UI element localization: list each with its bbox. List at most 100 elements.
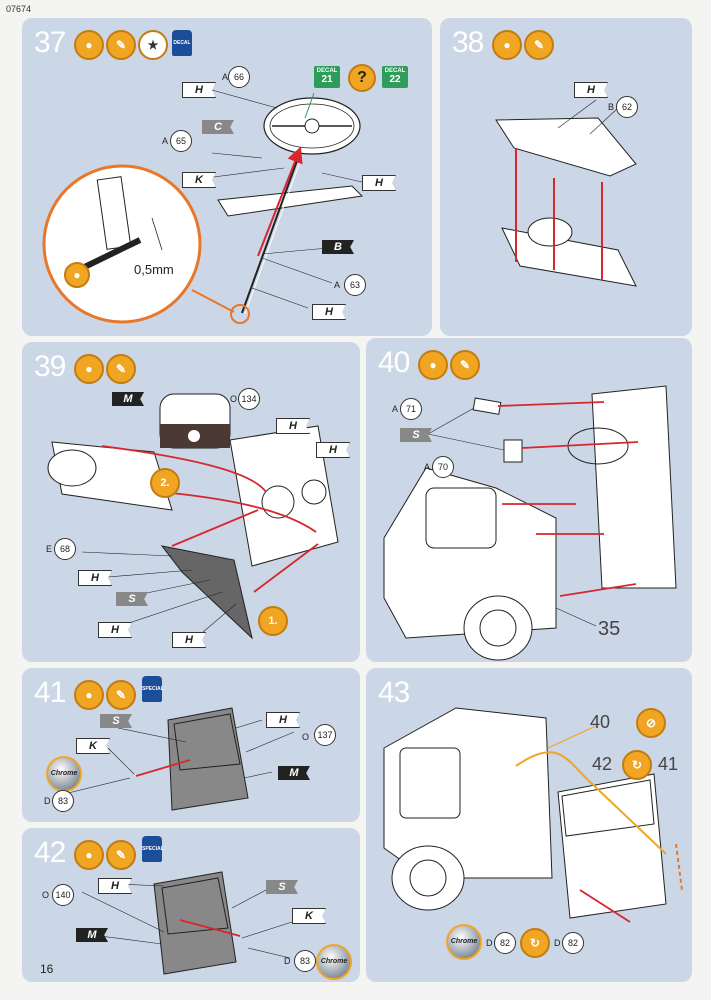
part-83: 83 [294, 950, 316, 972]
reference-step-41: 41 [658, 754, 679, 774]
sprue-letter: D [554, 938, 561, 948]
brush-icon: ✎ [106, 680, 136, 710]
reference-step-42: 42 [592, 754, 613, 774]
flag-k: K [76, 738, 110, 754]
measurement-label: 0,5mm [134, 262, 174, 277]
flag-s: S [116, 592, 148, 606]
reference-step-40: 40 [590, 712, 611, 732]
reference-step-35: 35 [598, 618, 621, 640]
flag-s: S [100, 714, 132, 728]
paint-icon: ● [418, 350, 448, 380]
step-number: 37 [34, 26, 66, 59]
document-code: 07674 [6, 4, 32, 14]
sprue-letter: B [608, 102, 615, 112]
brush-icon: ✎ [450, 350, 480, 380]
flag-m: M [278, 766, 310, 780]
brush-icon: ✎ [106, 840, 136, 870]
flag-h: H [312, 304, 346, 320]
glue-tube-icon: ● [64, 262, 90, 288]
paint-icon: ● [74, 680, 104, 710]
option-question-icon: ? [348, 64, 376, 92]
step-40-panel: 40 ● ✎ A 71 S A 70 35 [366, 338, 692, 662]
flag-h: H [78, 570, 112, 586]
sprue-letter: E [46, 544, 53, 554]
flag-h: H [362, 175, 396, 191]
step-38-panel: 38 ● ✎ H B 62 [440, 18, 692, 336]
step-39-illustration [47, 393, 339, 640]
step-number: 43 [378, 676, 410, 709]
chrome-paint-icon: Chrome [446, 924, 482, 960]
part-68: 68 [54, 538, 76, 560]
sprue-letter: A [222, 72, 229, 82]
flag-h: H [574, 82, 608, 98]
flag-k: K [292, 908, 326, 924]
star-decal-icon: ★ [138, 30, 168, 60]
flag-h: H [98, 622, 132, 638]
rotate-icon: ↻ [622, 750, 652, 780]
part-140: 140 [52, 884, 74, 906]
step-number: 40 [378, 346, 410, 379]
order-2-badge: 2. [150, 468, 180, 498]
flag-h: H [172, 632, 206, 648]
flag-m: M [112, 392, 144, 406]
paint-icon: ● [74, 840, 104, 870]
sprue-letter: D [486, 938, 493, 948]
part-63: 63 [344, 274, 366, 296]
flag-h: H [182, 82, 216, 98]
step-number: 41 [34, 676, 66, 709]
flag-h: H [98, 878, 132, 894]
flag-h: H [276, 418, 310, 434]
page-number: 16 [40, 962, 54, 976]
flag-s: S [400, 428, 432, 442]
step-38-illustration [495, 99, 637, 287]
sprue-letter: O [42, 890, 50, 900]
step-39-panel: 39 ● ✎ M O 134 H H 2. E 68 H S H H 1. [22, 342, 360, 662]
part-83: 83 [52, 790, 74, 812]
flag-c: C [202, 120, 234, 134]
step-number: 38 [452, 26, 484, 59]
chrome-paint-icon: Chrome [46, 756, 82, 792]
step-37-panel: 37 ● ✎ ★ DECAL [22, 18, 432, 336]
part-70: 70 [432, 456, 454, 478]
sprue-letter: D [284, 956, 291, 966]
order-1-badge: 1. [258, 606, 288, 636]
step-41-illustration [63, 707, 295, 811]
brush-icon: ✎ [524, 30, 554, 60]
sprue-letter: A [162, 136, 169, 146]
paint-icon: ● [74, 354, 104, 384]
flag-h: H [266, 712, 300, 728]
step-43-illustration [383, 707, 683, 923]
step-42-panel: 42 ● ✎ SPECIAL H S O 140 K M D 83 Chrome [22, 828, 360, 982]
part-71: 71 [400, 398, 422, 420]
step-number: 42 [34, 836, 66, 869]
step-40-illustration [383, 385, 677, 661]
special-glue-icon: SPECIAL [142, 676, 164, 702]
paint-icon: ● [492, 30, 522, 60]
part-82: 82 [562, 932, 584, 954]
part-65: 65 [170, 130, 192, 152]
step-43-panel: 43 40 ⊘ 42 ↻ 41 Chrome D 82 ↻ D 82 [366, 668, 692, 982]
paint-icon: ● [74, 30, 104, 60]
decal-sheet-icon: DECAL [172, 30, 192, 56]
sprue-letter: D [44, 796, 51, 806]
sprue-letter: A [334, 280, 341, 290]
rotate-icon: ↻ [520, 928, 550, 958]
flag-h: H [316, 442, 350, 458]
step-number: 39 [34, 350, 66, 383]
sprue-letter: A [424, 462, 431, 472]
flag-m: M [76, 928, 108, 942]
special-glue-icon: SPECIAL [142, 836, 164, 862]
step-41-panel: 41 ● ✎ SPECIAL S H O 137 K Chrome M D 83 [22, 668, 360, 822]
part-82: 82 [494, 932, 516, 954]
sprue-letter: O [230, 394, 238, 404]
flag-k: K [182, 172, 216, 188]
step-37-illustration [42, 89, 364, 324]
decal-22: 22 [382, 66, 408, 88]
no-glue-icon: ⊘ [636, 708, 666, 738]
brush-icon: ✎ [106, 30, 136, 60]
chrome-paint-icon: Chrome [316, 944, 352, 980]
flag-s: S [266, 880, 298, 894]
part-137: 137 [314, 724, 336, 746]
decal-21: 21 [314, 66, 340, 88]
sprue-letter: O [302, 732, 310, 742]
